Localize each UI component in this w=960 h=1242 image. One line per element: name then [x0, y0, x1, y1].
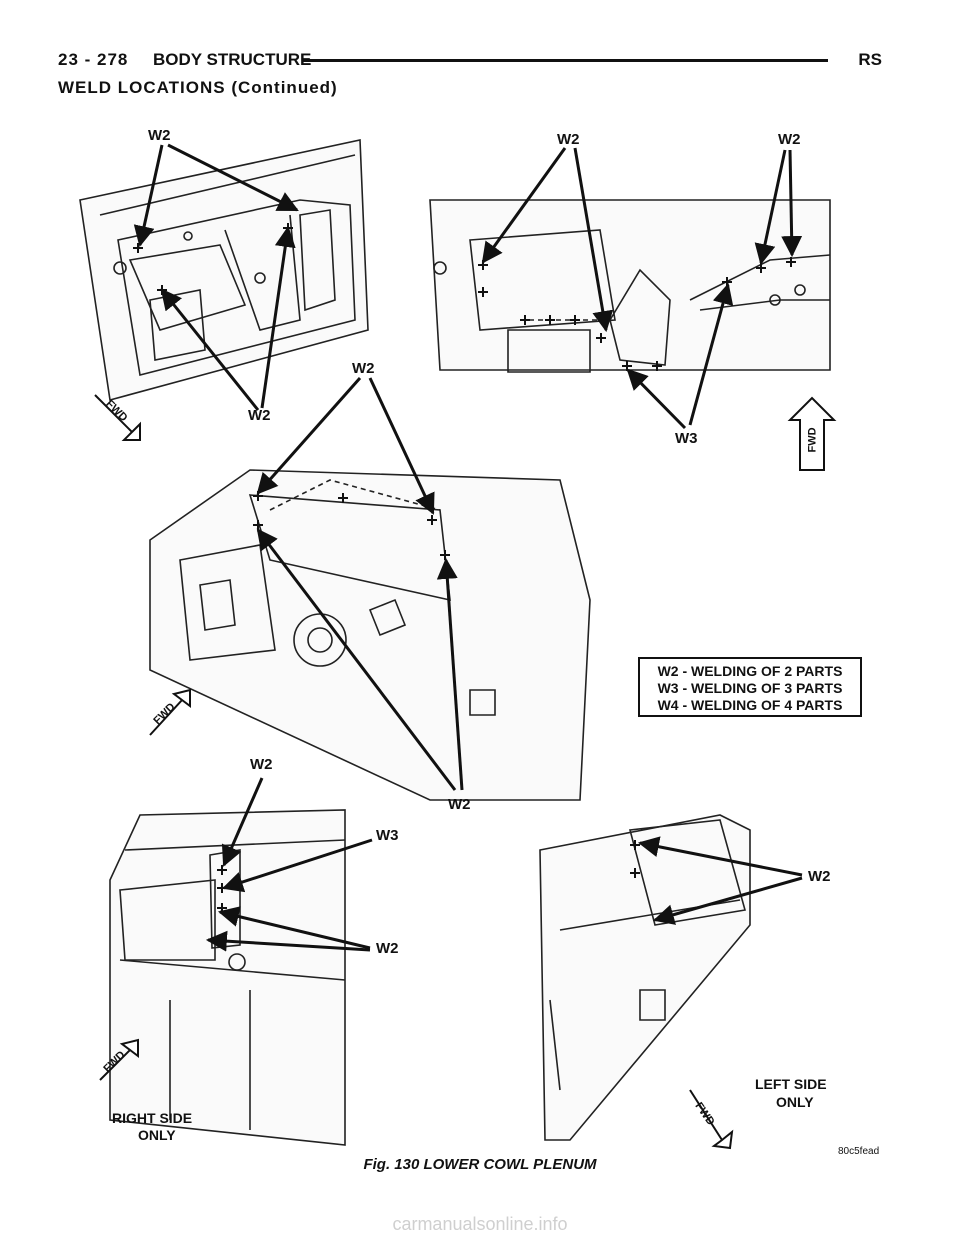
- left-side-line1: LEFT SIDE: [755, 1076, 827, 1092]
- right-side-line2: ONLY: [138, 1127, 176, 1143]
- figure-code: 80c5fead: [838, 1146, 880, 1157]
- header-rule: [303, 59, 828, 62]
- model-code: RS: [858, 50, 882, 69]
- legend-w2: W2 - WELDING OF 2 PARTS: [657, 663, 843, 679]
- leader-arrows: [133, 143, 803, 952]
- label-w2-g: W2: [250, 756, 273, 773]
- panel-bottom-left: [109, 809, 346, 1146]
- label-w3-a: W3: [675, 430, 698, 447]
- left-side-line2: ONLY: [776, 1094, 814, 1110]
- label-w3-b: W3: [376, 827, 399, 844]
- section-title: BODY STRUCTURE: [153, 50, 312, 69]
- page-number: 23 - 278: [58, 50, 129, 69]
- figure-caption: Fig. 130 LOWER COWL PLENUM: [363, 1156, 597, 1173]
- label-w2-i: W2: [808, 868, 831, 885]
- label-w2-b: W2: [248, 407, 271, 424]
- watermark: carmanualsonline.info: [392, 1214, 568, 1234]
- legend-w4: W4 - WELDING OF 4 PARTS: [657, 697, 843, 713]
- label-w2-a: W2: [148, 127, 171, 144]
- label-w2-c: W2: [557, 131, 580, 148]
- label-w2-e: W2: [352, 360, 375, 377]
- panel-middle: [149, 469, 591, 801]
- subheading: WELD LOCATIONS (Continued): [58, 78, 338, 97]
- label-w2-h: W2: [376, 940, 399, 957]
- label-w2-f: W2: [448, 796, 471, 813]
- right-side-line1: RIGHT SIDE: [112, 1110, 193, 1126]
- label-w2-d: W2: [778, 131, 801, 148]
- fwd-label-b: FWD: [806, 427, 819, 453]
- weld-locations-figure: [79, 139, 837, 1150]
- panel-top-left: [79, 139, 369, 402]
- fwd-arrow-icons: [94, 394, 837, 1150]
- legend-w3: W3 - WELDING OF 3 PARTS: [657, 680, 843, 696]
- panel-bottom-right: [539, 814, 751, 1141]
- weld-legend: W2 - WELDING OF 2 PARTS W3 - WELDING OF …: [638, 657, 862, 717]
- page-header: 23 - 278 BODY STRUCTURE RS: [58, 44, 882, 74]
